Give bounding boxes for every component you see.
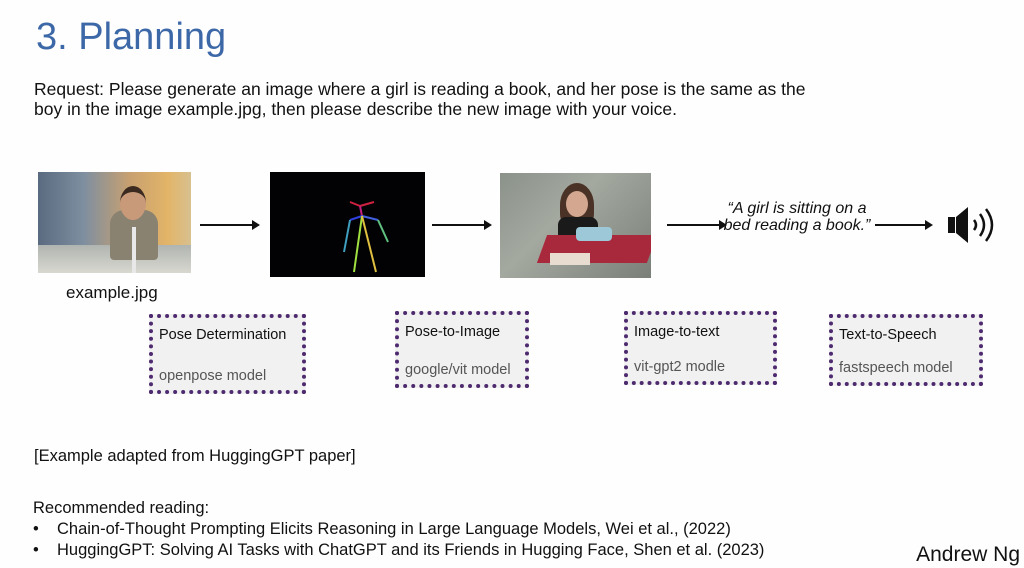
generated-description: “A girl is sitting on a bed reading a bo… [723,200,871,234]
arrow-icon [875,220,933,230]
speaker-icon [944,205,1004,245]
author-name: Andrew Ng [916,543,1020,566]
pose-skeleton-image [270,172,425,277]
reading-heading: Recommended reading: [33,499,210,517]
request-text: Request: Please generate an image where … [34,79,806,119]
source-note: [Example adapted from HuggingGPT paper] [34,447,356,465]
step-text-to-speech: Text-to-Speech fastspeech model [829,314,983,386]
slide-title: 3. Planning [36,16,227,58]
step-task: Image-to-text [634,324,720,340]
step-pose-to-image: Pose-to-Image google/vit model [395,311,529,388]
step-task: Pose-to-Image [405,324,501,340]
step-model: google/vit model [405,362,511,378]
reading-item: HuggingGPT: Solving AI Tasks with ChatGP… [33,540,764,561]
recommended-reading: Recommended reading: Chain-of-Thought Pr… [33,498,764,561]
boy-on-scooter-photo [38,172,191,273]
girl-reading-book-photo [500,173,651,278]
step-task: Text-to-Speech [839,327,937,343]
step-pose-determination: Pose Determination openpose model [149,314,306,394]
arrow-icon [432,220,492,230]
step-image-to-text: Image-to-text vit-gpt2 modle [624,311,777,385]
step-model: vit-gpt2 modle [634,359,726,375]
input-image-caption: example.jpg [66,283,158,302]
step-model: fastspeech model [839,360,953,376]
step-task: Pose Determination [159,327,287,343]
arrow-icon [200,220,260,230]
reading-item: Chain-of-Thought Prompting Elicits Reaso… [33,519,764,540]
arrow-icon [667,220,727,230]
step-model: openpose model [159,368,267,384]
